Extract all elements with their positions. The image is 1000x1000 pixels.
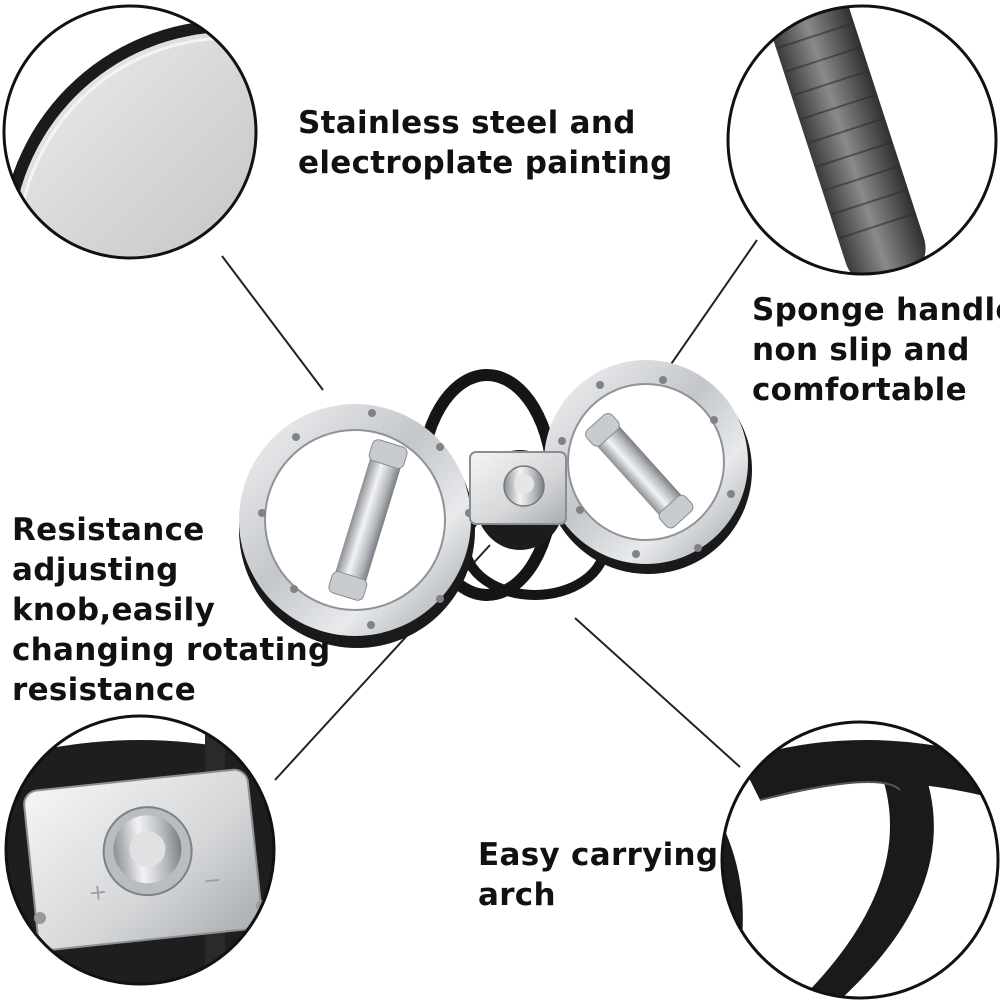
leader-line-material: [221, 255, 324, 391]
callout-handle: Sponge handle non slip and comfortable: [752, 290, 1000, 410]
left-ring: [239, 404, 475, 648]
callout-arch-line-2: arch: [478, 877, 556, 913]
detail-circle-material: [2, 4, 258, 260]
product-wrist-exerciser: [239, 360, 752, 648]
callout-material-line-1: Stainless steel and: [298, 105, 636, 141]
detail-circle-handle: [726, 4, 998, 276]
callout-knob-line-3: knob,easily: [12, 592, 216, 628]
callout-material: Stainless steel and electroplate paintin…: [298, 103, 673, 183]
center-knob-plate: [469, 451, 567, 525]
leader-line-arch: [574, 617, 741, 768]
callout-material-line-2: electroplate painting: [298, 145, 673, 181]
detail-circle-knob: + −: [4, 714, 276, 986]
callout-handle-line-3: comfortable: [752, 372, 967, 408]
callout-handle-line-2: non slip and: [752, 332, 970, 368]
callout-arch: Easy carrying arch: [478, 835, 718, 915]
callout-knob: Resistance adjusting knob,easily changin…: [12, 510, 330, 710]
callout-knob-line-1: Resistance: [12, 512, 205, 548]
callout-knob-line-2: adjusting: [12, 552, 179, 588]
callout-arch-line-1: Easy carrying: [478, 837, 719, 873]
right-ring: [544, 360, 752, 574]
callout-knob-line-4: changing rotating: [12, 632, 331, 668]
detail-circle-arch: [720, 720, 1000, 1000]
svg-text:+: +: [87, 880, 108, 907]
callout-knob-line-5: resistance: [12, 672, 197, 708]
svg-text:−: −: [202, 868, 223, 895]
callout-handle-line-1: Sponge handle: [752, 292, 1000, 328]
